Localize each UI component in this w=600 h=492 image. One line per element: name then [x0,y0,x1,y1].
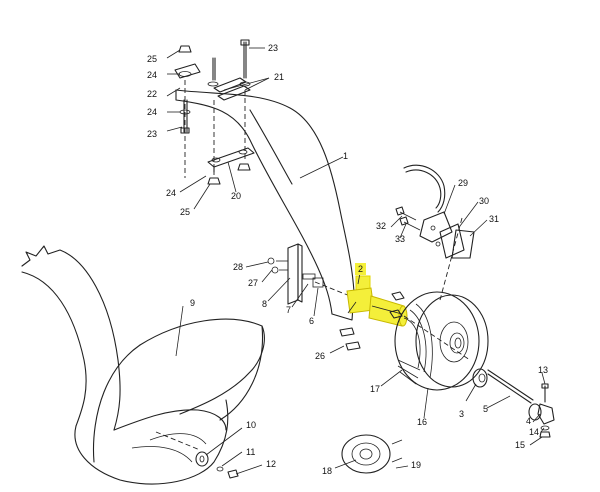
callout-11: 11 [246,447,255,457]
callout-28: 28 [233,262,243,272]
callout-29: 29 [458,178,468,188]
callout-32: 32 [376,221,386,231]
callout-13: 13 [538,365,548,375]
body-cover [21,245,265,485]
callout-24-a: 24 [147,70,157,80]
callout-20: 20 [231,191,241,201]
callout-labels: 1 2 3 4 5 6 7 8 9 10 11 12 13 14 15 16 1… [147,43,548,476]
callout-17: 17 [370,384,380,394]
callout-15: 15 [515,440,525,450]
lower-hardware [195,434,403,479]
wheel-assembly [394,291,555,438]
callout-31: 31 [489,214,499,224]
top-bracket-hardware [174,39,255,185]
callout-23-top: 23 [268,43,278,53]
callout-24-c: 24 [166,188,176,198]
callout-2: 2 [358,264,363,274]
callout-33: 33 [395,234,405,244]
callout-22: 22 [147,89,157,99]
callout-6: 6 [309,316,314,326]
callout-16: 16 [417,417,427,427]
leader-lines [166,47,546,475]
callout-12: 12 [266,459,276,469]
callout-19: 19 [411,460,421,470]
spindle-part-2 [346,275,408,327]
callout-2-highlight [355,263,366,275]
callout-25-bottom: 25 [180,207,190,217]
callout-4: 4 [526,416,531,426]
callout-14: 14 [529,427,539,437]
callout-3: 3 [459,409,464,419]
callout-10: 10 [246,420,256,430]
callout-9: 9 [190,298,195,308]
callout-7: 7 [286,305,291,315]
callout-27: 27 [248,278,258,288]
callout-23-left: 23 [147,129,157,139]
mount-plate-hardware [267,243,361,351]
callout-21: 21 [274,72,284,82]
callout-18: 18 [322,466,332,476]
callout-24-b: 24 [147,107,157,117]
brake-assembly [395,164,475,301]
callout-26: 26 [315,351,325,361]
callout-25-top: 25 [147,54,157,64]
callout-5: 5 [483,404,488,414]
callout-8: 8 [262,299,267,309]
callout-1: 1 [343,151,348,161]
frame-arm [175,89,355,321]
callout-30: 30 [479,196,489,206]
